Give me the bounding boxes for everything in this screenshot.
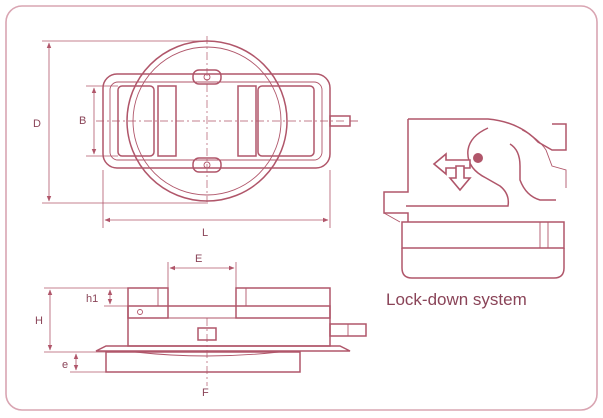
label-E: E bbox=[195, 253, 202, 265]
drawing-frame bbox=[5, 5, 598, 411]
label-L: L bbox=[202, 227, 208, 239]
top-view: D B L bbox=[33, 36, 358, 239]
label-e: e bbox=[62, 359, 68, 371]
label-H: H bbox=[35, 315, 43, 327]
label-D: D bbox=[33, 118, 41, 130]
label-F: F bbox=[202, 387, 209, 399]
label-B: B bbox=[79, 115, 86, 127]
lock-down-caption: Lock-down system bbox=[386, 290, 527, 309]
side-view: E h1 H e F bbox=[35, 253, 367, 399]
lock-down-detail bbox=[383, 118, 567, 279]
label-h1: h1 bbox=[86, 293, 98, 305]
